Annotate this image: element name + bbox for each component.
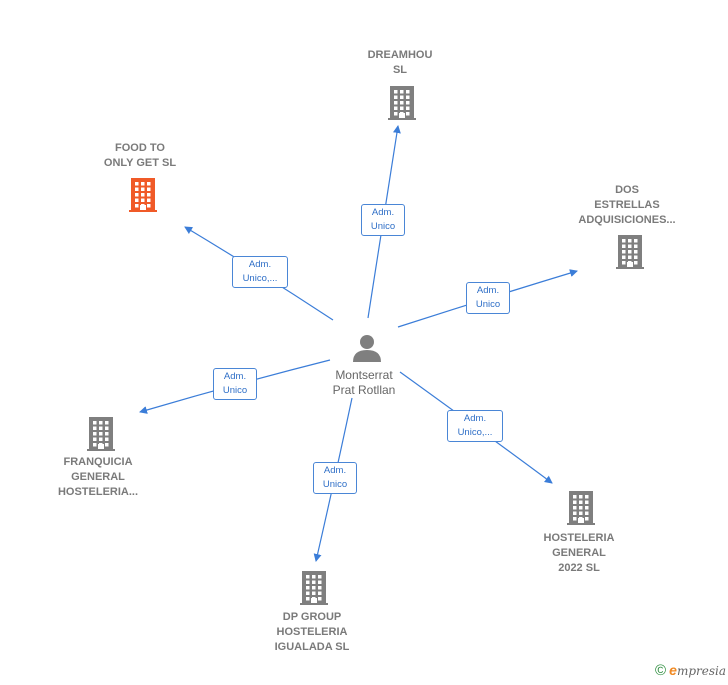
person-name-line1: Montserrat — [335, 368, 393, 382]
person-name[interactable]: Montserrat Prat Rotllan — [314, 368, 414, 398]
building-icon-hosteleria2022[interactable] — [567, 491, 595, 525]
copyright-icon: © — [655, 662, 667, 679]
company-label-hosteleria2022[interactable]: HOSTELERIA GENERAL 2022 SL — [519, 531, 639, 576]
company-label-line: DP GROUP — [282, 611, 342, 623]
company-label-line: FOOD TO — [115, 142, 165, 154]
relation-line: Unico — [475, 299, 501, 310]
relation-line: Adm. — [476, 285, 500, 296]
company-label-line: ESTRELLAS — [594, 199, 660, 211]
company-label-food[interactable]: FOOD TO ONLY GET SL — [80, 141, 200, 171]
person-name-line2: Prat Rotllan — [332, 383, 396, 397]
relation-line: Unico — [222, 385, 248, 396]
relation-badge-dpgroup[interactable]: Adm. Unico — [313, 462, 357, 494]
company-label-line: GENERAL — [71, 471, 125, 483]
relation-line: Unico — [322, 479, 348, 490]
relation-badge-food[interactable]: Adm. Unico,... — [232, 256, 288, 288]
company-label-line: HOSTELERIA — [543, 532, 615, 544]
relation-line: Unico — [370, 221, 396, 232]
building-icon-franquicia[interactable] — [87, 417, 115, 451]
relation-badge-dreamhou[interactable]: Adm. Unico — [361, 204, 405, 236]
company-label-line: DREAMHOU — [367, 49, 433, 61]
relation-badge-dos[interactable]: Adm. Unico — [466, 282, 510, 314]
company-label-line: ADQUISICIONES... — [578, 214, 676, 226]
relation-badge-hosteleria2022[interactable]: Adm. Unico,... — [447, 410, 503, 442]
relation-line: Unico,... — [242, 273, 278, 284]
relation-line: Adm. — [223, 371, 247, 382]
building-icon-dpgroup[interactable] — [300, 571, 328, 605]
company-label-line: DOS — [615, 184, 639, 196]
company-label-line: GENERAL — [552, 547, 606, 559]
brand-logo-text: mpresia — [676, 664, 726, 678]
person-icon[interactable] — [353, 335, 381, 362]
company-label-line: HOSTELERIA... — [57, 486, 139, 498]
relation-badge-franquicia[interactable]: Adm. Unico — [213, 368, 257, 400]
footer-brand[interactable]: © empresia — [655, 662, 726, 679]
company-label-dreamhou[interactable]: DREAMHOU SL — [350, 48, 450, 78]
relation-line: Adm. — [248, 259, 272, 270]
company-label-dpgroup[interactable]: DP GROUP HOSTELERIA IGUALADA SL — [252, 610, 372, 655]
company-label-line: SL — [392, 64, 408, 76]
brand-logo-initial: e — [669, 662, 677, 678]
building-icon-dreamhou[interactable] — [388, 86, 416, 120]
company-label-franquicia[interactable]: FRANQUICIA GENERAL HOSTELERIA... — [38, 455, 158, 500]
company-label-line: ONLY GET SL — [103, 157, 177, 169]
company-label-line: IGUALADA SL — [274, 641, 350, 653]
company-label-line: 2022 SL — [558, 562, 600, 574]
relation-line: Adm. — [463, 413, 487, 424]
company-label-line: FRANQUICIA — [63, 456, 133, 468]
building-icon-food[interactable] — [129, 178, 157, 212]
relation-line: Adm. — [371, 207, 395, 218]
company-label-dos[interactable]: DOS ESTRELLAS ADQUISICIONES... — [567, 183, 687, 228]
relation-line: Unico,... — [457, 427, 493, 438]
relation-line: Adm. — [323, 465, 347, 476]
company-label-line: HOSTELERIA — [276, 626, 348, 638]
building-icon-dos[interactable] — [616, 235, 644, 269]
